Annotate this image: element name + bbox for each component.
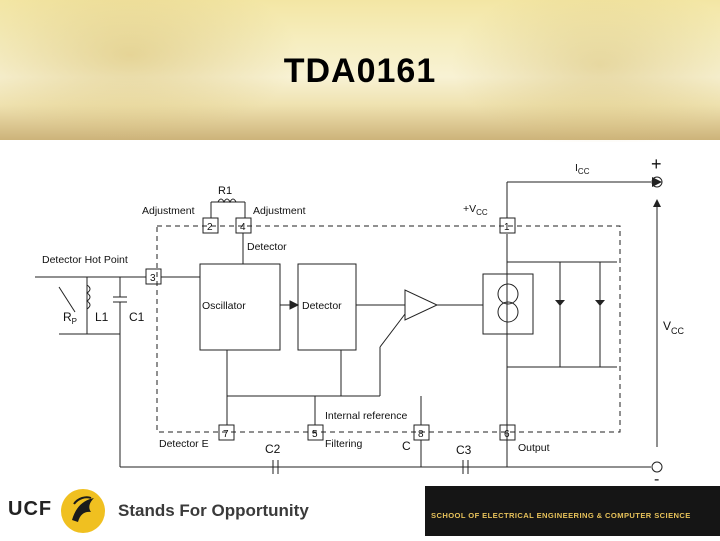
comparator (404, 289, 439, 321)
r1-label: R1 (218, 185, 232, 197)
oscillator-label: Oscillator (202, 300, 246, 312)
pin1-label: 1 (504, 222, 510, 233)
circuit-svg: ICC + - R1 Adjustment Adjustment +VCC De… (35, 154, 685, 485)
c2-label: C2 (265, 442, 281, 456)
school-banner: SCHOOL OF ELECTRICAL ENGINEERING & COMPU… (425, 486, 720, 536)
vcc-side-label: VCC (663, 319, 685, 336)
pin7-label: 7 (223, 429, 229, 440)
pegasus-logo-icon (58, 486, 108, 541)
pin6-box (499, 424, 516, 441)
rp-resistor (58, 286, 76, 313)
internal-reference-label: Internal reference (325, 410, 407, 422)
r1-coil (217, 198, 237, 204)
vcc-pin-label: +VCC (463, 203, 488, 217)
pin3-label: 3 (150, 273, 156, 284)
detector-e-label: Detector E (159, 438, 209, 450)
detector-block (297, 263, 357, 351)
title-band (0, 0, 720, 150)
detector-block-label: Detector (302, 300, 342, 312)
pin2-label: 2 (207, 222, 213, 233)
pin8-label: 8 (418, 429, 424, 440)
circuit-diagram: ICC + - R1 Adjustment Adjustment +VCC De… (35, 142, 690, 485)
adjustment-left-label: Adjustment (142, 205, 195, 217)
c-label: C (402, 439, 411, 453)
adjustment-right-label: Adjustment (253, 205, 306, 217)
detector-pin-label: Detector (247, 241, 287, 253)
oscillator-block (199, 263, 281, 351)
ic-boundary (156, 225, 621, 433)
tagline: Stands For Opportunity (118, 501, 309, 520)
school-name: SCHOOL OF ELECTRICAL ENGINEERING & COMPU… (431, 511, 691, 520)
l1-label: L1 (95, 310, 109, 324)
c1-label: C1 (129, 310, 145, 324)
diode-left (555, 300, 565, 306)
output-label: Output (518, 442, 550, 454)
minus-label: - (654, 471, 659, 485)
pin5-label: 5 (312, 429, 318, 440)
icc-label: ICC (575, 162, 590, 176)
pin2-box (202, 217, 219, 234)
current-source-box (482, 273, 534, 335)
plus-label: + (651, 154, 662, 174)
l1-coil (86, 284, 91, 310)
rp-label: RP (63, 310, 77, 326)
c3-label: C3 (456, 443, 472, 457)
pin4-label: 4 (240, 222, 246, 233)
vcc-arrowhead (653, 199, 661, 207)
icc-arrow (652, 177, 662, 187)
pin6-label: 6 (504, 429, 510, 440)
diode-right (595, 300, 605, 306)
minus-terminal (651, 461, 663, 473)
filtering-label: Filtering (325, 438, 363, 450)
pin1-box (499, 217, 516, 234)
detector-hot-point-label: Detector Hot Point (42, 254, 128, 266)
slide-title: TDA0161 (283, 52, 437, 90)
ucf-wordmark: UCF (8, 498, 53, 520)
